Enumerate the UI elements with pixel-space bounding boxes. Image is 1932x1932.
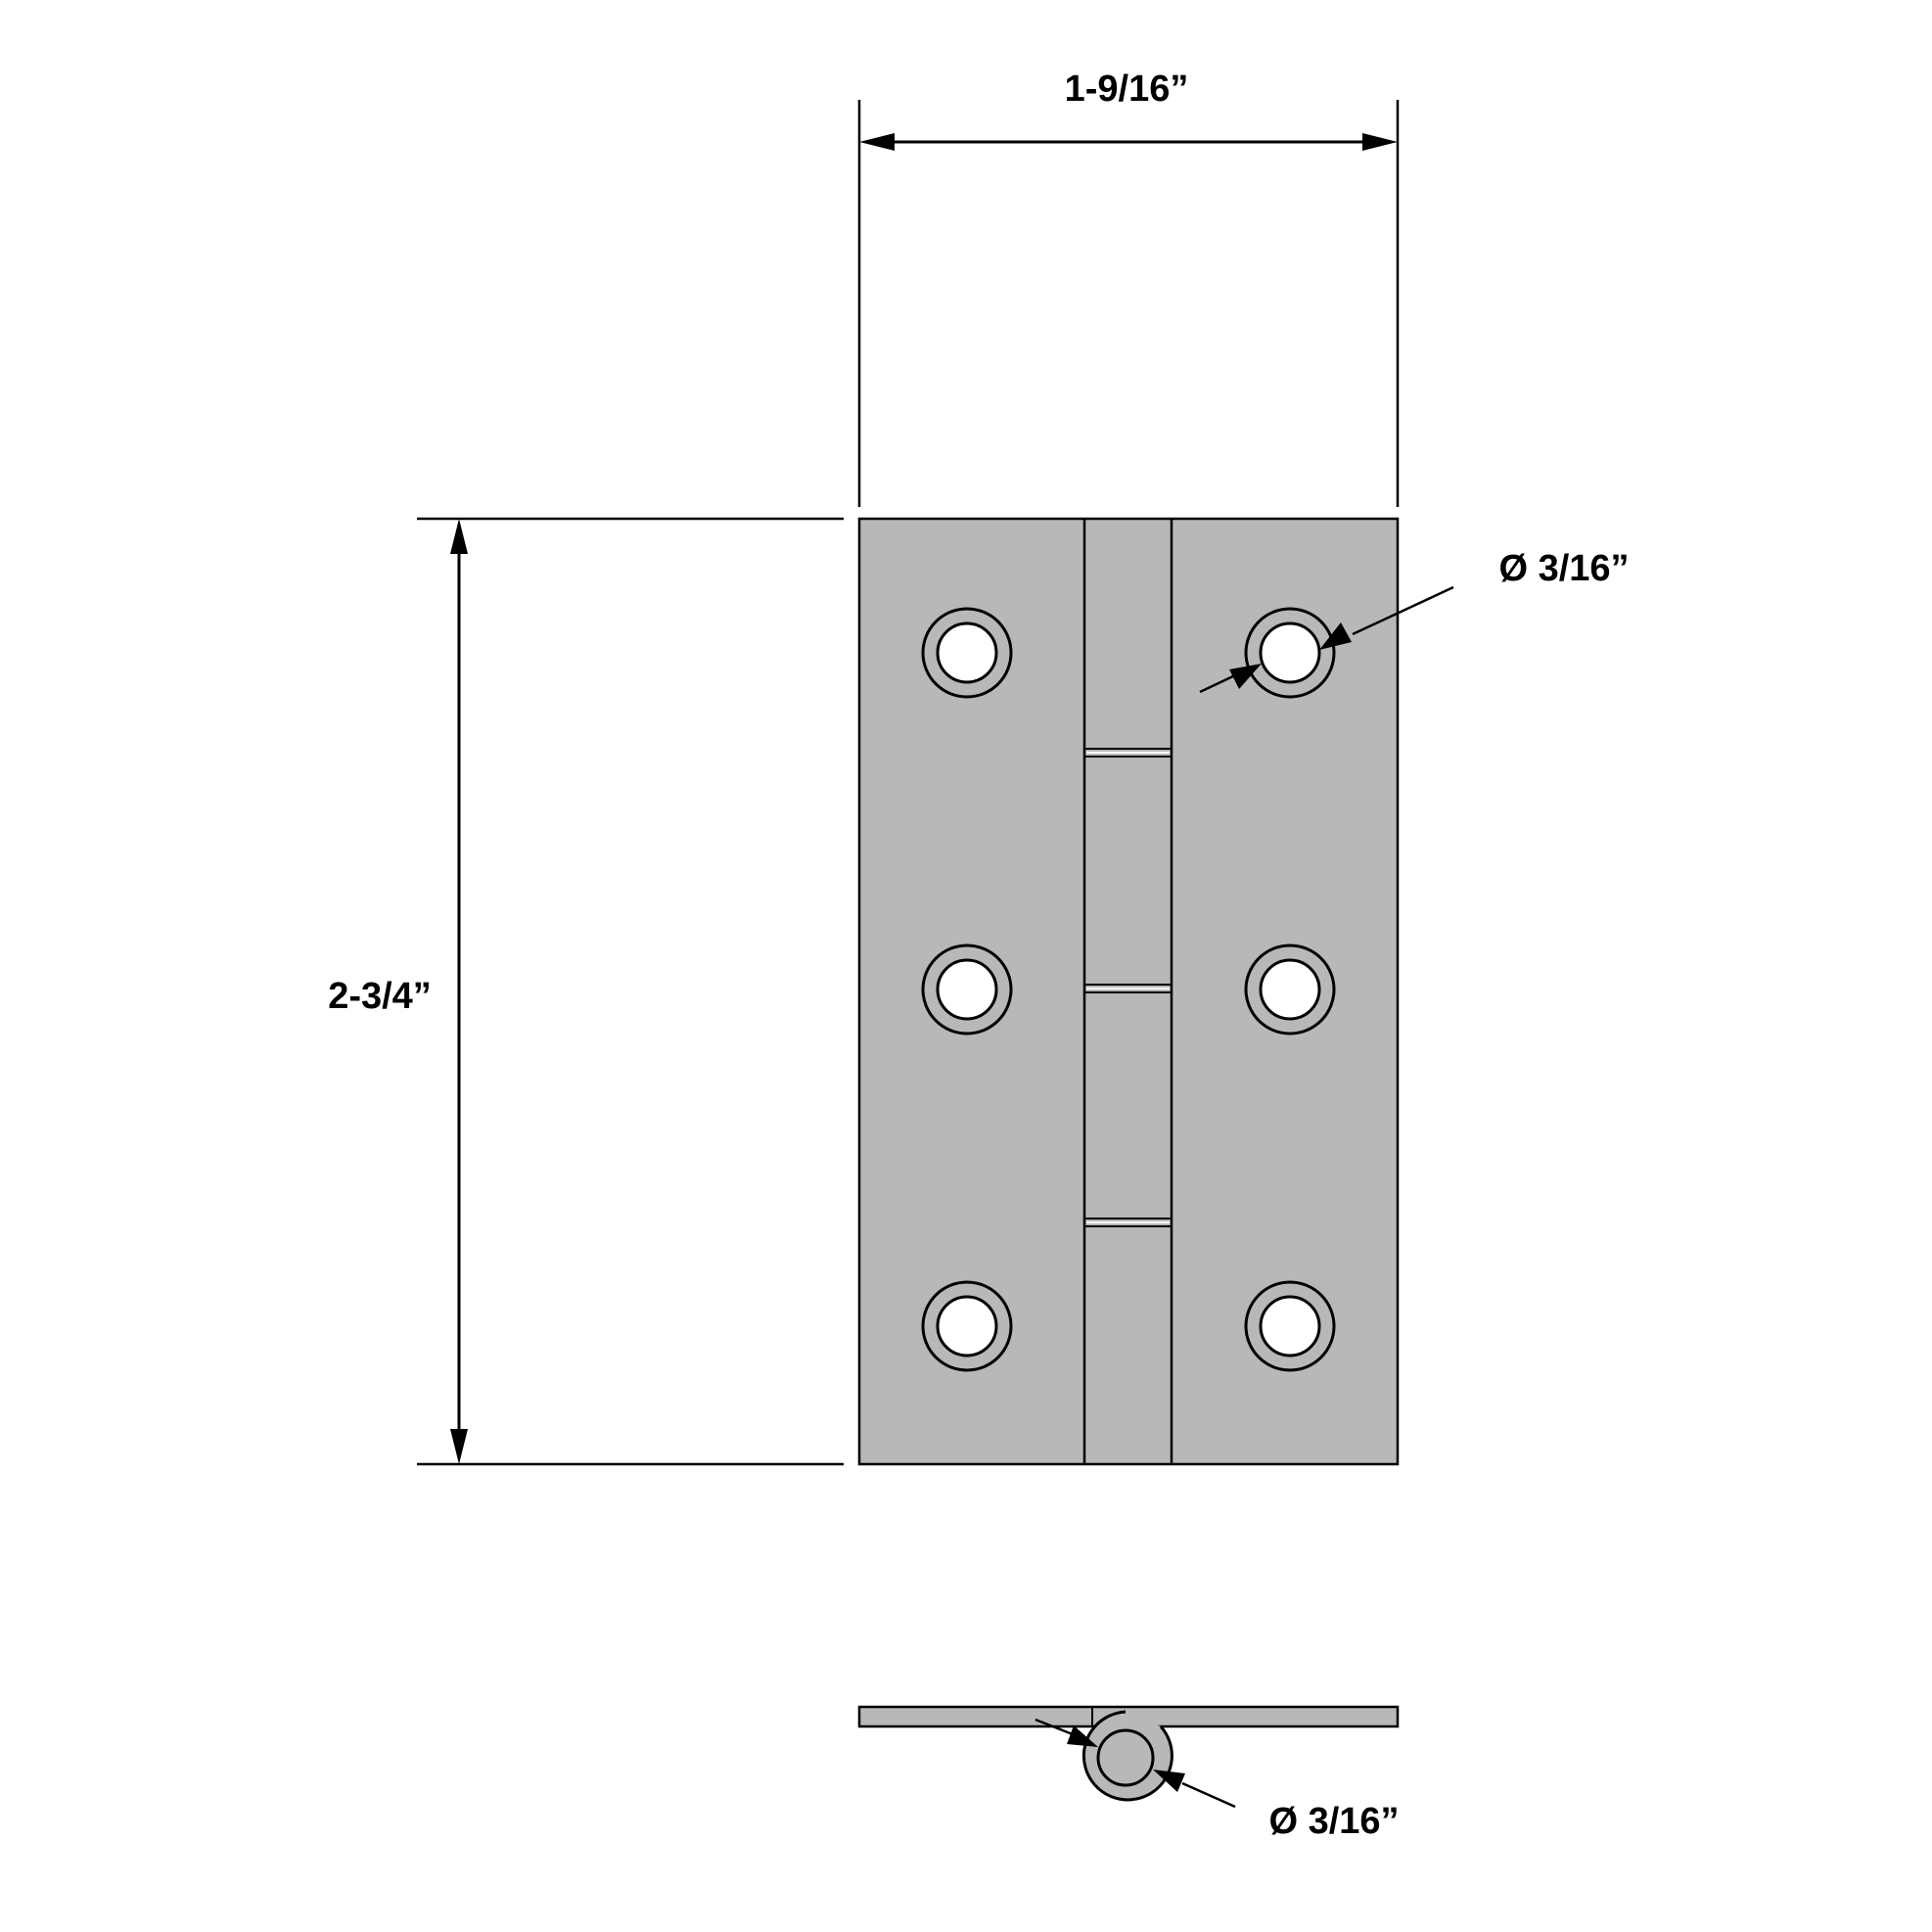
arrow-up-icon [450, 519, 468, 554]
hinge-side-view: Ø 3/16” [857, 1705, 1400, 1842]
pin-diameter-label: Ø 3/16” [1268, 1801, 1399, 1842]
screw-hole-icon [921, 943, 1013, 1035]
arrow-icon [1229, 664, 1262, 689]
screw-hole-icon [1244, 943, 1336, 1035]
hinge-front-view [857, 517, 1400, 1466]
hole-diameter-callout: Ø 3/16” [1199, 548, 1630, 694]
arrow-icon [1153, 1770, 1185, 1792]
width-dimension: 1-9/16” [857, 69, 1400, 507]
height-dimension: 2-3/4” [328, 517, 844, 1466]
screw-hole-icon [921, 607, 1013, 699]
screw-hole-icon [1244, 607, 1336, 699]
height-label: 2-3/4” [328, 976, 432, 1017]
screw-hole-icon [921, 1280, 1013, 1372]
arrow-right-icon [1362, 133, 1398, 151]
width-label: 1-9/16” [1065, 69, 1189, 110]
pin-icon [1096, 1728, 1155, 1787]
knuckle-splits [1084, 748, 1172, 1227]
hole-diameter-label: Ø 3/16” [1498, 548, 1629, 589]
arrow-down-icon [450, 1429, 468, 1464]
arrow-icon [1067, 1725, 1098, 1747]
arrow-left-icon [859, 133, 895, 151]
arrow-icon [1319, 622, 1352, 650]
screw-hole-icon [1244, 1280, 1336, 1372]
